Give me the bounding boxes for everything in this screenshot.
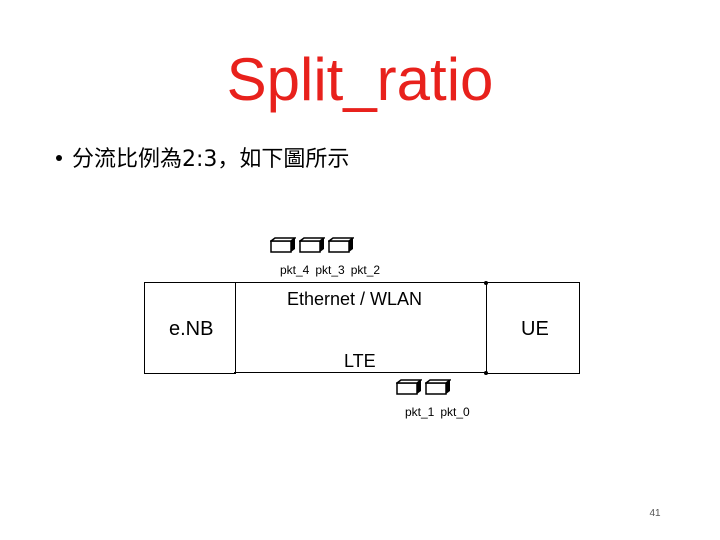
- page-number: 41: [649, 508, 661, 519]
- packet-icon: [396, 379, 422, 395]
- ue-box: UE: [486, 282, 580, 374]
- bullet-text: 分流比例為2:3，如下圖所示: [72, 147, 350, 172]
- packet-label: pkt_3: [315, 263, 345, 277]
- packet-label: pkt_2: [350, 263, 381, 277]
- lte-link: [234, 372, 486, 373]
- bottom-packet-labels: pkt_1 pkt_0: [405, 405, 476, 419]
- ue-label: UE: [521, 318, 549, 340]
- link-endpoint: [484, 281, 488, 285]
- link-endpoint: [484, 371, 488, 375]
- bullet-item: 分流比例為2:3，如下圖所示: [56, 146, 349, 174]
- top-packet-labels: pkt_4 pkt_3 pkt_2: [280, 263, 386, 277]
- packet-icon: [270, 237, 296, 253]
- slide-title: Split_ratio: [226, 46, 494, 113]
- ethernet-wlan-label: Ethernet / WLAN: [287, 289, 423, 309]
- packet-icon: [328, 237, 354, 253]
- packet-icon: [425, 379, 451, 395]
- bottom-packet-icons: [396, 379, 454, 395]
- packet-label: pkt_4: [280, 263, 310, 277]
- ethernet-wlan-link: [234, 282, 486, 283]
- packet-label: pkt_0: [440, 405, 470, 419]
- top-packet-icons: [270, 237, 357, 253]
- enb-box: e.NB: [144, 282, 236, 374]
- packet-icon: [299, 237, 325, 253]
- bullet-dot: [56, 155, 62, 161]
- enb-label: e.NB: [169, 318, 214, 340]
- packet-label: pkt_1: [405, 405, 435, 419]
- lte-label: LTE: [344, 351, 376, 371]
